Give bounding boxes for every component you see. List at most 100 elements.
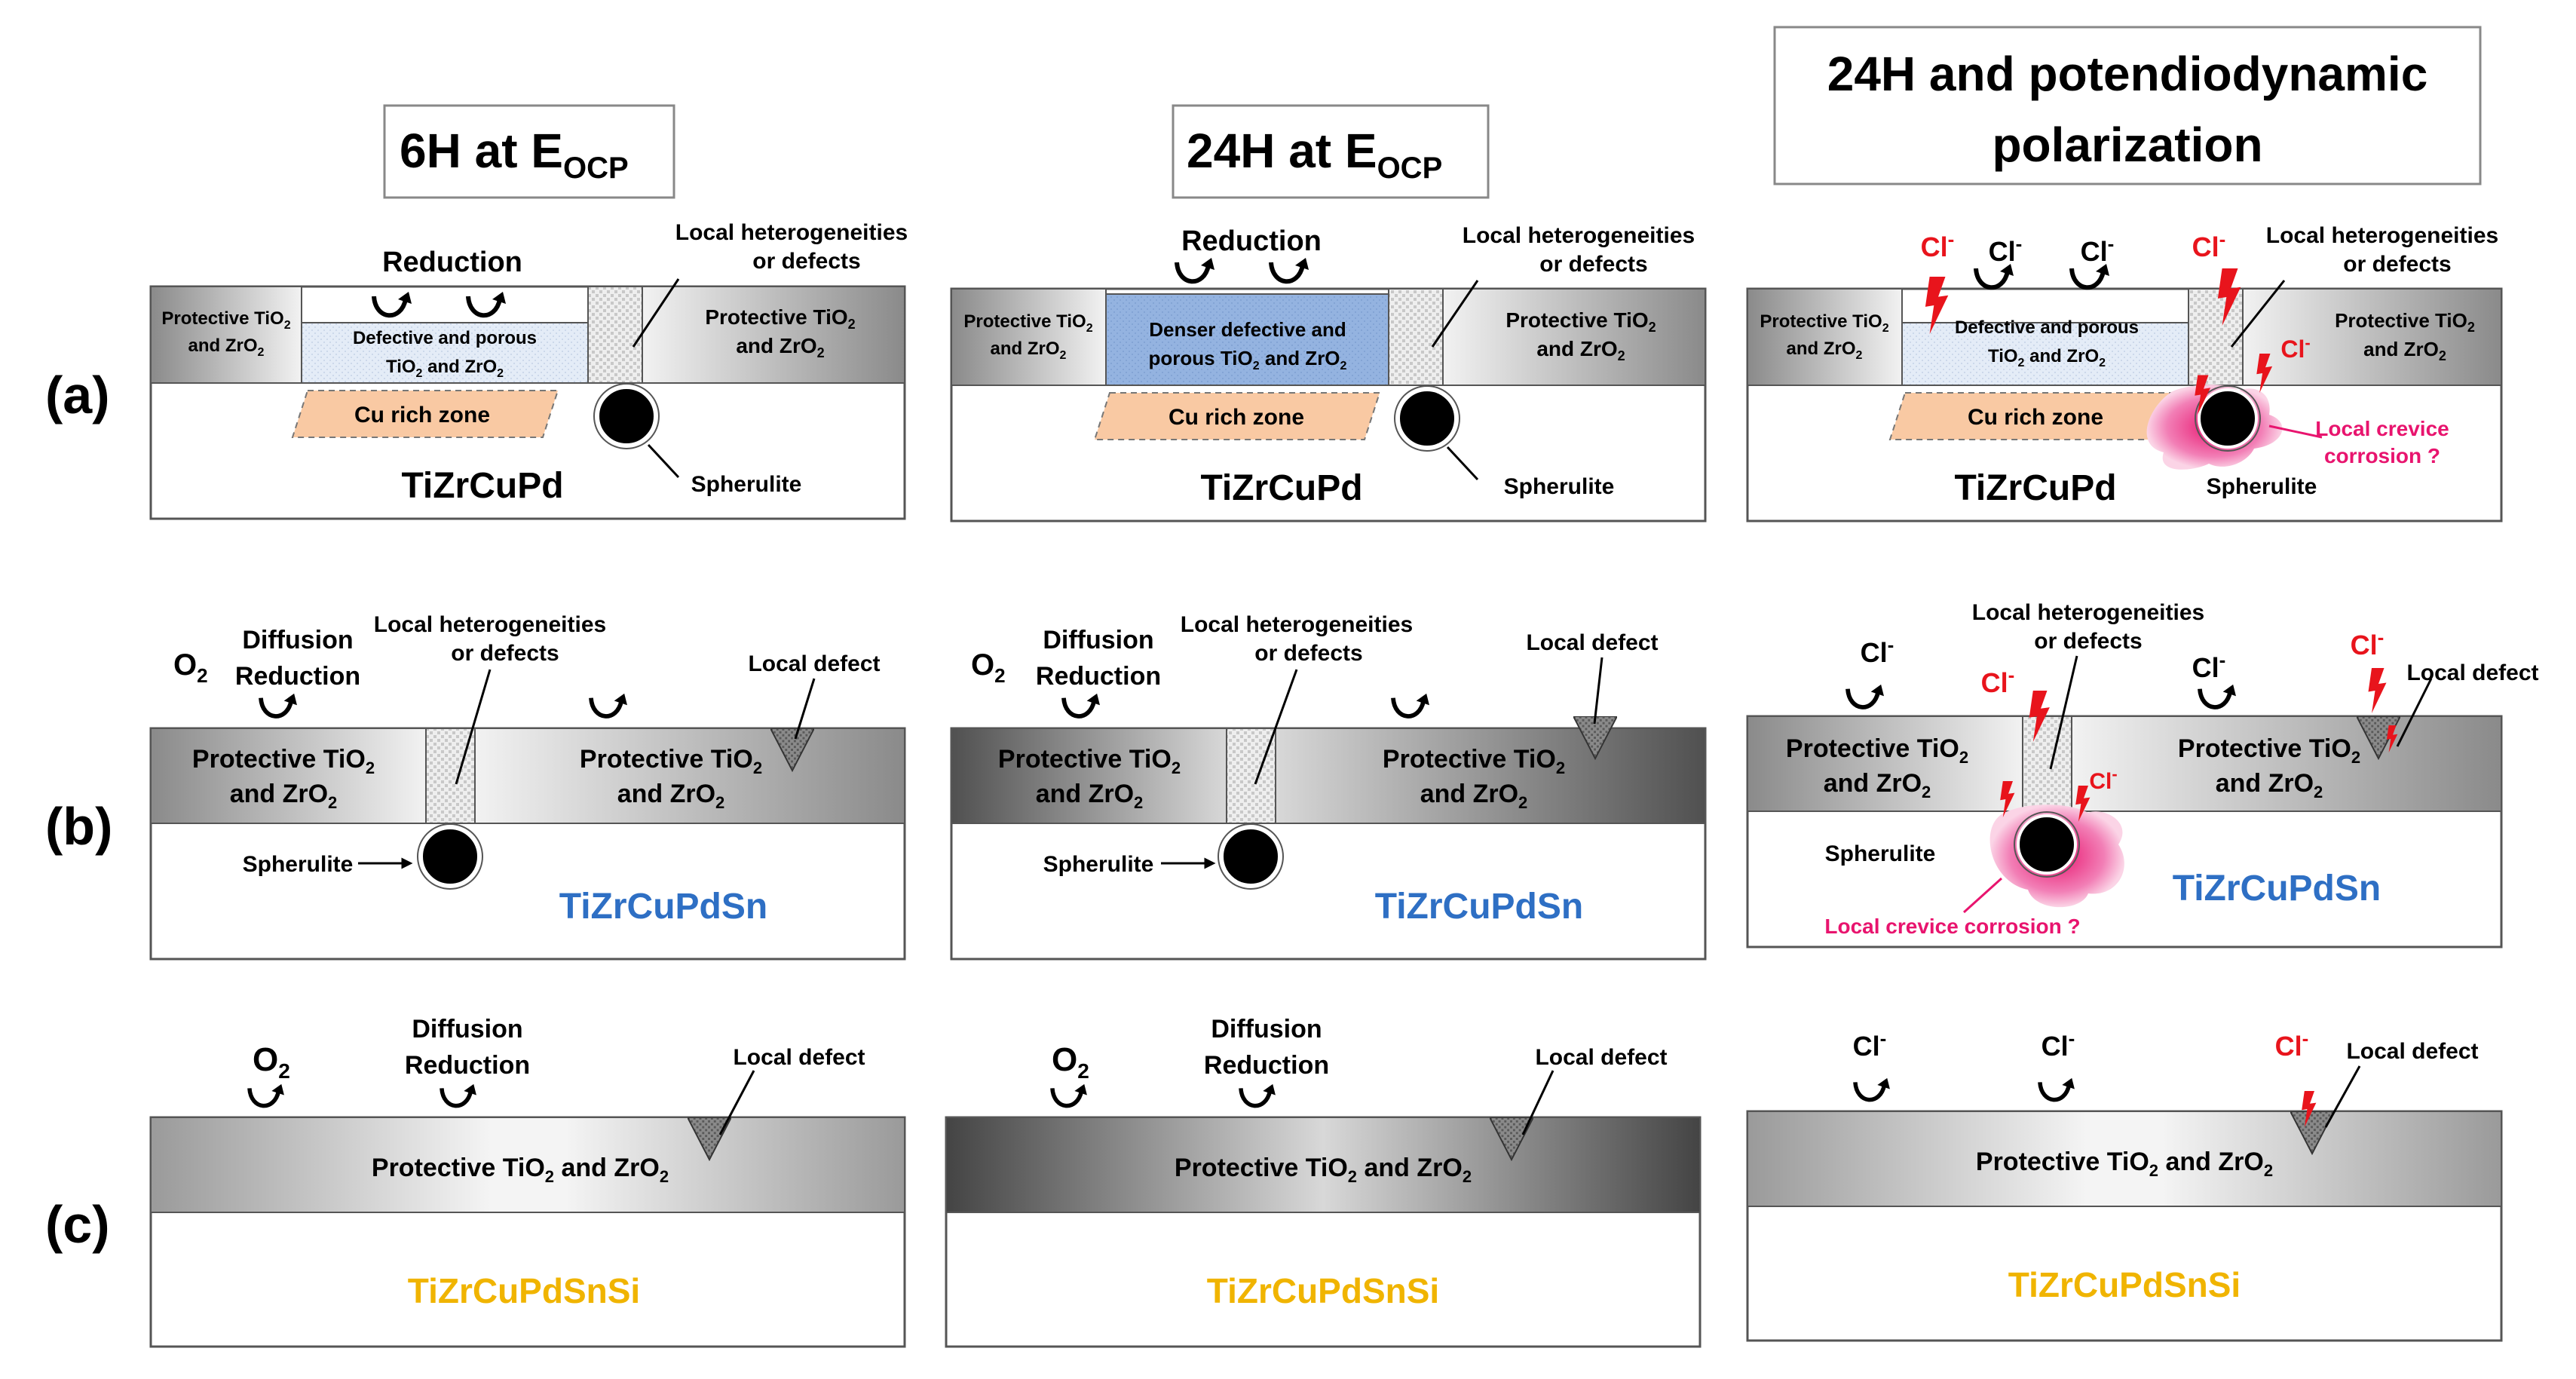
svg-text:Protective TiO2: Protective TiO2 <box>1786 734 1968 767</box>
svg-text:and ZrO2: and ZrO2 <box>1787 339 1863 362</box>
svg-text:O2: O2 <box>173 648 208 687</box>
label-cu-rich-zone: Cu rich zone <box>354 403 490 427</box>
column-header-6h: 6H at EOCP <box>383 104 675 199</box>
svg-text:and ZrO2: and ZrO2 <box>2363 338 2446 363</box>
alloy-label-b: TiZrCuPdSn <box>559 887 767 927</box>
label-protective: Protective TiO <box>2335 309 2467 332</box>
svg-text:Protective TiO2: Protective TiO2 <box>2178 734 2360 767</box>
svg-text:24H at EOCP: 24H at EOCP <box>1187 124 1442 185</box>
label-protective: Protective TiO <box>998 745 1172 774</box>
label-cl: Cl <box>1981 667 2008 698</box>
label-protective: Protective TiO <box>2178 734 2351 763</box>
label-protective: Protective TiO <box>580 745 753 774</box>
label-and-zro: and ZrO <box>1420 780 1518 808</box>
label-denser-1: Denser defective and <box>1149 318 1346 341</box>
label-local-het-2: or defects <box>2034 629 2142 654</box>
label-spherulite: Spherulite <box>1825 841 1936 866</box>
panel-c-6h: O2 Diffusion Reduction Local defect Prot… <box>149 1015 906 1348</box>
label-and-zro: and ZrO <box>736 334 816 357</box>
label-reduction: Reduction <box>1204 1051 1329 1080</box>
svg-text:Protective TiO2: Protective TiO2 <box>580 745 762 777</box>
label-cu-rich-zone: Cu rich zone <box>1968 405 2103 430</box>
panel-c-polarization: Cl- Cl- Cl- Local defect Protective TiO2… <box>1746 1027 2503 1342</box>
label-defective-2b: and ZrO <box>422 357 497 377</box>
sub-2: 2 <box>1348 1167 1357 1186</box>
svg-text:Protective TiO2 and ZrO2: Protective TiO2 and ZrO2 <box>1976 1148 2273 1180</box>
label-minus: - <box>2219 648 2226 671</box>
svg-text:Cl-: Cl- <box>1989 232 2023 267</box>
sub-2: 2 <box>2314 783 2323 801</box>
label-minus: - <box>2108 232 2115 255</box>
svg-text:O2: O2 <box>1052 1041 1089 1083</box>
label-diffusion: Diffusion <box>242 626 353 654</box>
label-denser-2b: and ZrO <box>1260 347 1340 369</box>
sub-2: 2 <box>545 1167 554 1186</box>
sub-2: 2 <box>2264 1161 2273 1180</box>
label-reduction: Reduction <box>235 662 360 691</box>
label-local-defect: Local defect <box>2406 660 2538 685</box>
alloy-label-a: TiZrCuPd <box>401 466 563 506</box>
sub-2: 2 <box>2149 1161 2158 1180</box>
label-spherulite: Spherulite <box>1504 474 1615 499</box>
header-24h-sub: OCP <box>1377 152 1443 185</box>
label-defective-1: Defective and porous <box>353 328 537 348</box>
label-protective: Protective TiO <box>161 308 283 329</box>
label-protective-full: Protective TiO <box>1976 1148 2149 1176</box>
svg-text:porous TiO2 and ZrO2: porous TiO2 and ZrO2 <box>1149 347 1347 372</box>
column-header-24h: 24H at EOCP <box>1172 104 1490 199</box>
label-minus: - <box>1888 633 1894 656</box>
label-local-het-1: Local heterogeneities <box>2266 223 2498 248</box>
label-minus: - <box>2069 1027 2075 1050</box>
sub-2: 2 <box>1463 1167 1472 1186</box>
svg-text:Cl-: Cl- <box>2351 626 2385 660</box>
label-cl: Cl <box>2280 336 2305 363</box>
label-protective-full-mid: and ZrO <box>1357 1154 1463 1182</box>
alloy-label-b: TiZrCuPdSn <box>2173 869 2381 909</box>
label-local-het-1: Local heterogeneities <box>1972 600 2204 625</box>
svg-text:Protective TiO2: Protective TiO2 <box>1383 745 1565 777</box>
svg-text:Cl-: Cl- <box>2042 1027 2075 1062</box>
svg-text:Cl-: Cl- <box>1981 663 2015 698</box>
alloy-label-c: TiZrCuPdSnSi <box>408 1271 640 1310</box>
label-cl: Cl <box>2042 1031 2069 1062</box>
label-cl: Cl <box>1853 1031 1880 1062</box>
sub-2: 2 <box>753 758 762 777</box>
label-minus: - <box>2305 333 2310 352</box>
label-and-zro: and ZrO <box>1036 780 1134 808</box>
svg-text:and ZrO2: and ZrO2 <box>1420 780 1528 812</box>
sub-2: 2 <box>1618 348 1625 363</box>
svg-text:Cl-: Cl- <box>1853 1027 1887 1062</box>
alloy-label-a: TiZrCuPd <box>1200 468 1362 508</box>
row-label-c: (c) <box>45 1195 110 1254</box>
label-denser-2: porous TiO <box>1149 347 1253 369</box>
sub-2: 2 <box>1649 320 1656 335</box>
label-o2: O <box>1052 1041 1077 1078</box>
svg-text:Protective TiO2: Protective TiO2 <box>192 745 375 777</box>
svg-text:Cl-: Cl- <box>1921 228 1955 262</box>
label-local-het-2: or defects <box>2343 252 2451 277</box>
panel-a-polarization: Cl- Cl- Cl- Cl- Cl- Local heterogeneitie… <box>1746 223 2503 522</box>
svg-text:6H at EOCP: 6H at EOCP <box>400 124 629 185</box>
svg-text:Protective TiO2 and ZrO2: Protective TiO2 and ZrO2 <box>1175 1154 1472 1186</box>
label-protective: Protective TiO <box>705 305 847 329</box>
sub-2: 2 <box>1882 322 1889 335</box>
label-local-het-2: or defects <box>1254 641 1362 666</box>
svg-text:Protective TiO2: Protective TiO2 <box>1760 311 1888 335</box>
sub-2: 2 <box>2467 320 2475 335</box>
label-minus: - <box>2219 228 2226 250</box>
sub-2: 2 <box>660 1167 669 1186</box>
svg-text:and ZrO2: and ZrO2 <box>188 336 265 359</box>
svg-text:Cl-: Cl- <box>2089 765 2117 794</box>
label-protective-full: Protective TiO <box>1175 1154 1348 1182</box>
sub-2: 2 <box>1077 1059 1089 1083</box>
label-and-zro: and ZrO <box>230 780 328 808</box>
label-local-defect: Local defect <box>748 651 880 676</box>
label-cl: Cl <box>2275 1031 2302 1062</box>
sub-2: 2 <box>366 758 375 777</box>
svg-text:Protective TiO2: Protective TiO2 <box>963 311 1092 335</box>
label-crevice-one-line: Local crevice corrosion ? <box>1824 915 2080 938</box>
label-minus: - <box>2112 765 2117 783</box>
sub-2: 2 <box>278 1059 290 1083</box>
label-and-zro: and ZrO <box>1787 339 1856 359</box>
svg-text:O2: O2 <box>253 1041 290 1083</box>
